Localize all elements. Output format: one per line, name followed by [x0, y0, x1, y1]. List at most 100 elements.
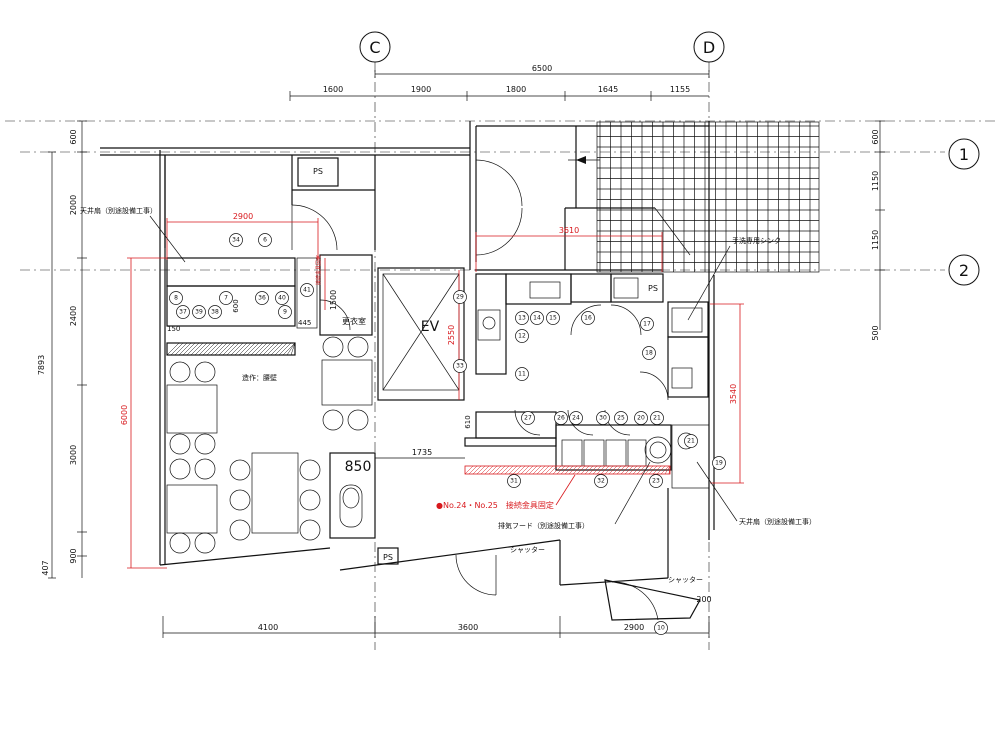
red-dim-2900: 2900 [233, 212, 253, 221]
seat [299, 489, 321, 511]
dim-left-900: 900 [69, 548, 78, 563]
shutter-label-2: シャッター [668, 575, 703, 584]
ps-label-kitchen: PS [648, 284, 658, 293]
seat [194, 458, 216, 480]
equipment-number: 41 [303, 287, 311, 294]
dim-left-total: 7893 [37, 355, 46, 375]
equipment-marker [169, 291, 183, 305]
shutter-label-1: シャッター [510, 545, 545, 554]
equipment-marker [192, 305, 206, 319]
red-dim-6000: 6000 [120, 405, 129, 425]
equipment-marker [453, 359, 467, 373]
equipment-number: 14 [533, 315, 541, 322]
seat [194, 433, 216, 455]
red-dimensions: 2900 6000 3610 3540 2550 ●No.24・No.25 接続… [120, 212, 744, 569]
dim-top-1155: 1155 [670, 85, 690, 94]
equipment-marker [219, 291, 233, 305]
seat [299, 459, 321, 481]
equipment-number: 19 [715, 460, 723, 467]
dim-left-3000: 3000 [69, 445, 78, 465]
dim-right-500: 500 [871, 325, 880, 340]
axis-marker-c [359, 31, 391, 63]
equipment-marker [530, 311, 544, 325]
dim-left-2000: 2000 [69, 195, 78, 215]
dim-right-1150b: 1150 [871, 230, 880, 250]
axis-marker-2 [948, 254, 980, 286]
equipment-marker [258, 233, 272, 247]
left-kitchen: 1500 150 445 600 [166, 257, 338, 356]
seat [347, 409, 369, 431]
dim-right-1150a: 1150 [871, 171, 880, 191]
dim-top-1645: 1645 [598, 85, 618, 94]
dim-445: 445 [298, 319, 311, 327]
counter-note: 造作：腰壁 [242, 373, 277, 382]
equipment-marker [634, 411, 648, 425]
dim-bottom-200: 200 [696, 595, 711, 604]
hand-sink-label: 手洗専用シンク [732, 236, 781, 245]
equipment-number: 9 [283, 309, 287, 316]
equipment-marker [640, 317, 654, 331]
equipment-marker [594, 474, 608, 488]
equipment-marker [208, 305, 222, 319]
dim-bottom-3600: 3600 [458, 623, 478, 632]
annotations: 天井扇（別途設備工事） 手洗専用シンク 排気フード（別途設備工事） 天井扇（別途… [80, 206, 816, 530]
left-dimensions: 7893 600 2000 2400 3000 900 407 [37, 120, 87, 579]
dim-bottom-2900: 2900 [624, 623, 644, 632]
equipment-number: 23 [652, 478, 660, 485]
seat [322, 336, 344, 358]
equipment-marker [581, 311, 595, 325]
axis-label-c: C [369, 38, 380, 57]
equipment-number: 15 [549, 315, 557, 322]
equipment-marker [515, 329, 529, 343]
equipment-number: 7 [224, 295, 228, 302]
seat [194, 361, 216, 383]
walls: PS EV 更衣室 [100, 121, 715, 621]
dim-left-407: 407 [41, 560, 50, 575]
dim-top-1900: 1900 [411, 85, 431, 94]
equipment-number: 33 [456, 363, 464, 370]
dim-850: 850 [345, 459, 372, 475]
equipment-marker [654, 621, 668, 635]
dim-1500: 1500 [329, 290, 338, 310]
changing-room-label: 更衣室 [342, 316, 366, 326]
seat [229, 489, 251, 511]
equipment-marker [596, 411, 610, 425]
equipment-number: 27 [524, 415, 532, 422]
equipment-number: 40 [278, 295, 286, 302]
dim-top-1800: 1800 [506, 85, 526, 94]
dim-600: 600 [232, 299, 240, 312]
dim-right-600: 600 [871, 129, 880, 144]
equipment-marker [614, 411, 628, 425]
equipment-number: 36 [258, 295, 266, 302]
axis-label-2: 2 [959, 261, 969, 280]
outdoor-tile-grid [596, 121, 820, 273]
equipment-number: 24 [572, 415, 580, 422]
red-dim-3540: 3540 [729, 384, 738, 404]
equipment-number: 29 [456, 294, 464, 301]
axis-label-d: D [703, 38, 715, 57]
right-dimensions: 600 1150 1150 500 [871, 120, 885, 341]
exhaust-hood-label: 排気フード（別途設備工事） [498, 521, 589, 530]
equipment-number: 21 [687, 438, 695, 445]
equipment-number: 13 [518, 315, 526, 322]
ceiling-fan-left-label: 天井扇（別途設備工事） [80, 206, 157, 215]
seat [299, 519, 321, 541]
red-note: ●No.24・No.25 接続金具固定 [436, 500, 554, 510]
dim-150: 150 [167, 325, 180, 333]
seat [229, 459, 251, 481]
equipment-marker [546, 311, 560, 325]
equipment-number: 18 [645, 350, 653, 357]
bottom-dimensions: 4100 3600 2900 200 [162, 595, 712, 638]
dim-1735: 1735 [412, 448, 432, 457]
equipment-marker [176, 305, 190, 319]
equipment-number: 6 [263, 237, 267, 244]
axis-marker-1 [948, 138, 980, 170]
equipment-marker [229, 233, 243, 247]
ps-label-bottom: PS [383, 553, 393, 562]
equipment-marker [684, 434, 698, 448]
equipment-number: 31 [510, 478, 518, 485]
equipment-number: 26 [557, 415, 565, 422]
dim-bottom-4100: 4100 [258, 623, 278, 632]
top-dimensions: 6500 1600 1900 1800 1645 1155 [289, 64, 710, 101]
equipment-marker [649, 474, 663, 488]
